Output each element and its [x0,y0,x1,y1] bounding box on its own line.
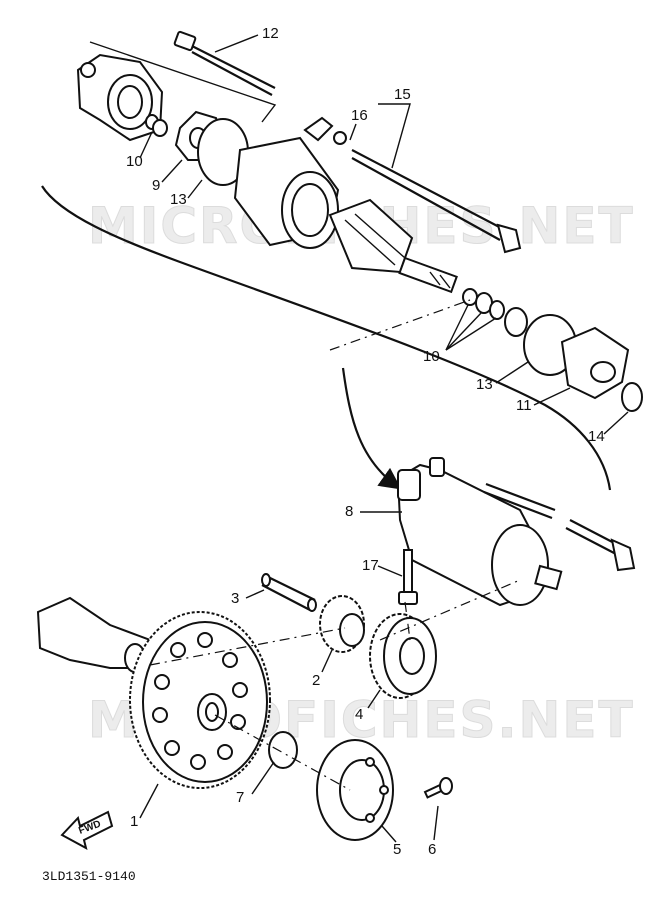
callout-2: 2 [312,672,320,689]
crankshaft [36,596,151,673]
armature [328,198,458,294]
bolt-17 [398,549,418,605]
lead-wire-15 [303,116,522,254]
callout-8: 8 [345,503,353,520]
washer-set-right [462,288,528,337]
assembly-arrow [341,367,402,490]
callout-10-top: 10 [126,153,143,170]
callout-9: 9 [152,177,160,194]
washer-set-top-left [145,114,168,137]
starter-motor-assembly-8 [396,457,636,607]
one-way-clutch-5 [316,739,394,841]
bolt-6 [423,777,453,799]
callout-11: 11 [516,397,532,414]
idler-gear-2 [319,595,365,653]
wheel-gear-4 [369,613,437,699]
callout-5: 5 [393,841,401,858]
callout-3: 3 [231,590,239,607]
bracket-12-outline [89,41,277,123]
callout-6: 6 [428,841,436,858]
callout-15: 15 [394,86,411,103]
yoke-housing [233,136,340,249]
callout-13-right: 13 [476,376,493,393]
fwd-arrow-icon: FWD [60,810,114,850]
front-cover [76,53,164,142]
circlip-7 [268,731,298,769]
shaft-3 [261,573,317,612]
callout-13-top: 13 [170,191,187,208]
diagram-code: 3LD1351-9140 [42,869,136,884]
callout-12: 12 [262,25,279,42]
callout-17: 17 [362,557,379,574]
callout-10-right: 10 [423,348,440,365]
callout-1: 1 [130,813,138,830]
ring-14 [621,382,643,412]
callout-4: 4 [355,706,363,723]
starter-wheel-1 [129,611,271,789]
long-bolt-12 [173,30,276,96]
callout-16: 16 [351,107,368,124]
divider-curve [41,185,612,491]
rear-cover-11 [560,326,630,400]
callout-14: 14 [588,428,605,445]
callout-7: 7 [236,789,244,806]
